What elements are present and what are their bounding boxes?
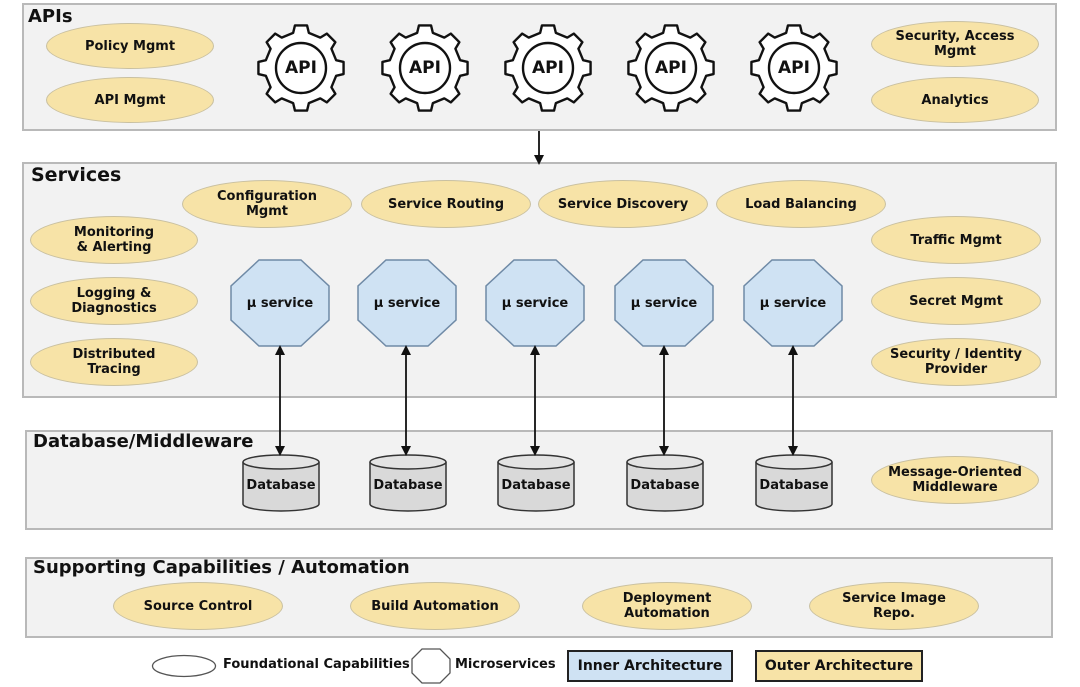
capability-service-discovery: Service Discovery: [538, 180, 708, 228]
api-gear-label: API: [409, 58, 441, 78]
capability-security-identity-provider: Security / Identity Provider: [871, 338, 1041, 386]
capability-service-image-repo: Service Image Repo.: [809, 582, 979, 630]
capability-policy-mgmt: Policy Mgmt: [46, 23, 214, 69]
microservice-label: µ service: [501, 295, 569, 311]
database-label: Database: [501, 478, 571, 493]
microservice-node: µ service: [743, 259, 843, 347]
gear-inner-ring: [398, 41, 452, 95]
capability-build-automation: Build Automation: [350, 582, 520, 630]
api-gear-label: API: [532, 58, 564, 78]
microservice-label: µ service: [759, 295, 827, 311]
services-title: Services: [31, 164, 122, 186]
database-cylinder-icon: Database: [755, 454, 833, 512]
capability-load-balancing: Load Balancing: [716, 180, 886, 228]
database-cylinder-icon: Database: [626, 454, 704, 512]
api-gear-icon: API: [255, 22, 347, 114]
capability-security-access-mgmt: Security, Access Mgmt: [871, 21, 1039, 67]
api-gear-icon: API: [379, 22, 471, 114]
gear-inner-ring: [644, 41, 698, 95]
legend-inner-architecture: Inner Architecture: [567, 650, 733, 682]
api-gear-icon: API: [625, 22, 717, 114]
foundational-ellipse-icon: [151, 654, 217, 678]
database-label: Database: [373, 478, 443, 493]
capability-distributed-tracing: Distributed Tracing: [30, 338, 198, 386]
microservice-octagon-icon: [411, 648, 451, 684]
database-cylinder-icon: Database: [242, 454, 320, 512]
supporting-title: Supporting Capabilities / Automation: [33, 557, 410, 578]
database-label: Database: [246, 478, 316, 493]
microservice-label: µ service: [373, 295, 441, 311]
capability-monitoring-alerting: Monitoring & Alerting: [30, 216, 198, 264]
microservice-node: µ service: [230, 259, 330, 347]
capability-secret-mgmt: Secret Mgmt: [871, 277, 1041, 325]
microservice-node: µ service: [357, 259, 457, 347]
api-gear-icon: API: [502, 22, 594, 114]
capability-service-routing: Service Routing: [361, 180, 531, 228]
microservice-label: µ service: [630, 295, 698, 311]
database-cylinder-icon: Database: [497, 454, 575, 512]
legend-outer-architecture: Outer Architecture: [755, 650, 923, 682]
capability-traffic-mgmt: Traffic Mgmt: [871, 216, 1041, 264]
capability-configuration-mgmt: Configuration Mgmt: [182, 180, 352, 228]
capability-analytics: Analytics: [871, 77, 1039, 123]
capability-source-control: Source Control: [113, 582, 283, 630]
gear-inner-ring: [767, 41, 821, 95]
database-cylinder-icon: Database: [369, 454, 447, 512]
api-gear-label: API: [778, 58, 810, 78]
api-gear-icon: API: [748, 22, 840, 114]
legend-microservices-label: Microservices: [455, 657, 556, 672]
gear-inner-ring: [521, 41, 575, 95]
database-label: Database: [759, 478, 829, 493]
capability-logging-diagnostics: Logging & Diagnostics: [30, 277, 198, 325]
database-title: Database/Middleware: [33, 431, 254, 452]
legend-foundational-label: Foundational Capabilities: [223, 657, 410, 672]
microservice-node: µ service: [614, 259, 714, 347]
apis-title: APIs: [28, 6, 73, 27]
capability-api-mgmt: API Mgmt: [46, 77, 214, 123]
api-gear-label: API: [285, 58, 317, 78]
database-label: Database: [630, 478, 700, 493]
microservice-label: µ service: [246, 295, 314, 311]
microservice-node: µ service: [485, 259, 585, 347]
capability-deployment-automation: Deployment Automation: [582, 582, 752, 630]
capability-message-oriented-middleware: Message-Oriented Middleware: [871, 456, 1039, 504]
api-gear-label: API: [655, 58, 687, 78]
gear-inner-ring: [274, 41, 328, 95]
